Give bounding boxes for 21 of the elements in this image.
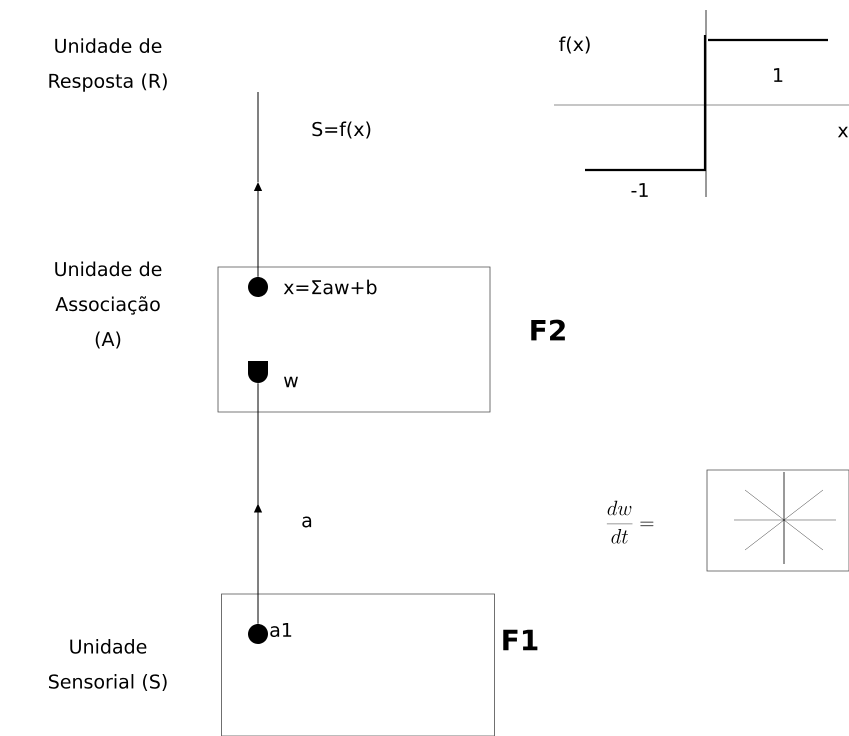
weight-label: w [284, 376, 298, 388]
unit-label: Unidade de Resposta (R) [49, 38, 167, 92]
edge-label: a [300, 516, 314, 528]
cup-symbol [248, 361, 268, 383]
formula-text: x=Σaw+b [284, 280, 376, 294]
bold-label: F2 [531, 320, 565, 340]
unit-box [221, 594, 495, 736]
dot [248, 624, 268, 644]
tick-label: -1 [631, 183, 648, 197]
unit-box [218, 266, 490, 412]
star-box [706, 470, 849, 572]
input-label: a1 [270, 622, 292, 638]
formula: $\frac{dw}{dt} =$ [606, 500, 654, 544]
edge-label: S=f(x) [310, 120, 373, 140]
tick-label: 1 [774, 68, 782, 82]
axis-label: f(x) [559, 36, 590, 54]
unit-label: Unidade de Associação (A) [55, 262, 162, 348]
axis-label: x [838, 126, 848, 138]
bold-label: F1 [503, 630, 538, 650]
unit-label: Unidade Sensorial (S) [49, 639, 167, 691]
dot [248, 277, 268, 297]
